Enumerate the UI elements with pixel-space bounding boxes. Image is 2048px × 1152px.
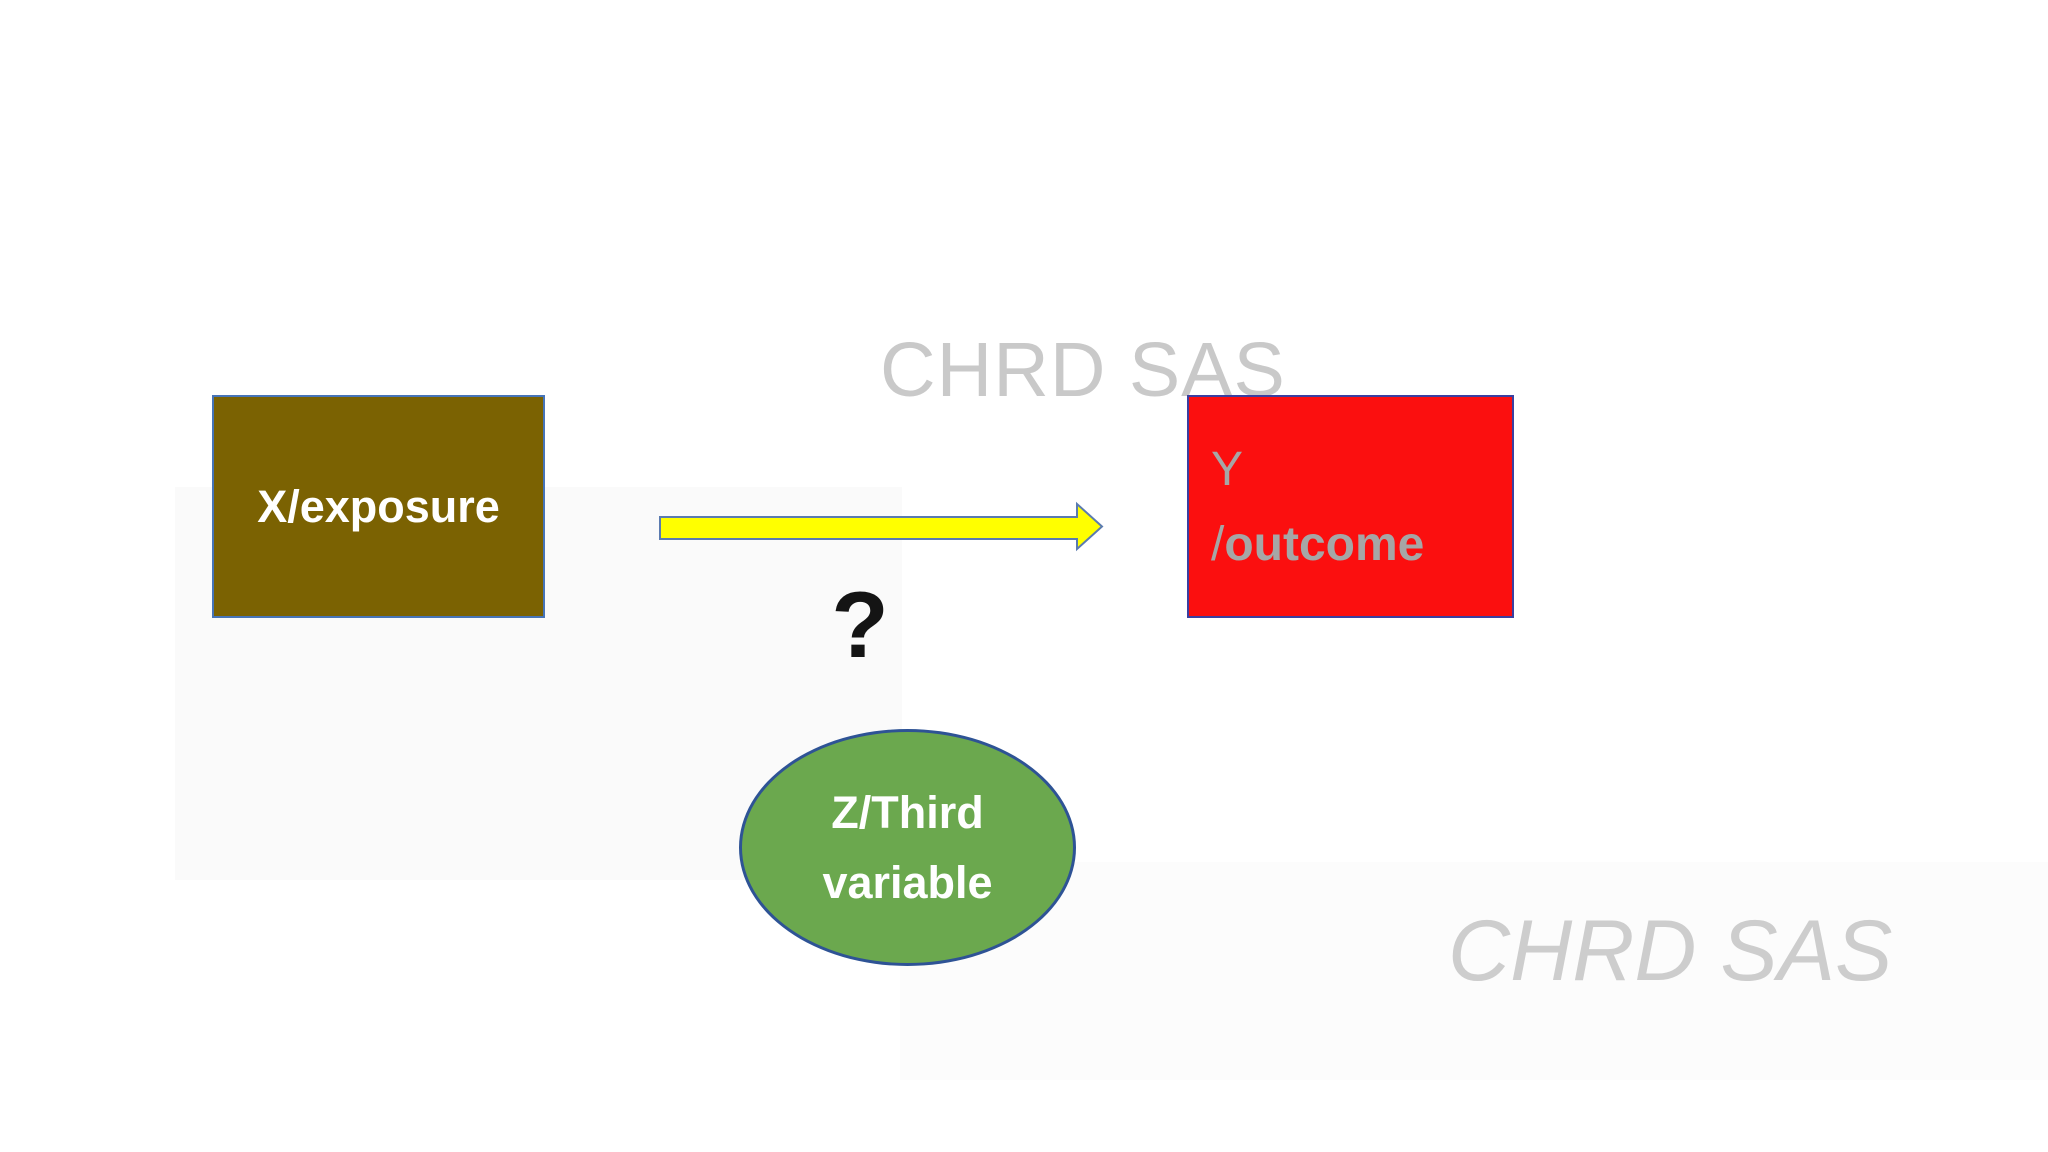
third-variable-ellipse: Z/Third variable (739, 729, 1076, 966)
outcome-line1: Y (1211, 442, 1244, 496)
third-variable-line2: variable (822, 856, 993, 908)
question-mark: ? (831, 572, 889, 677)
background-shade (900, 862, 2048, 1080)
outcome-word: outcome (1224, 517, 1425, 571)
watermark-bottom: CHRD SAS (1448, 903, 1893, 999)
outcome-slash: / (1211, 517, 1225, 571)
exposure-box: X/exposure (212, 395, 545, 618)
exposure-label: X/exposure (257, 480, 500, 532)
causal-arrow-icon (655, 498, 1107, 558)
outcome-box: Y /outcome (1187, 395, 1514, 618)
outcome-line2: /outcome (1211, 507, 1424, 582)
third-variable-line1: Z/Third (831, 786, 984, 838)
